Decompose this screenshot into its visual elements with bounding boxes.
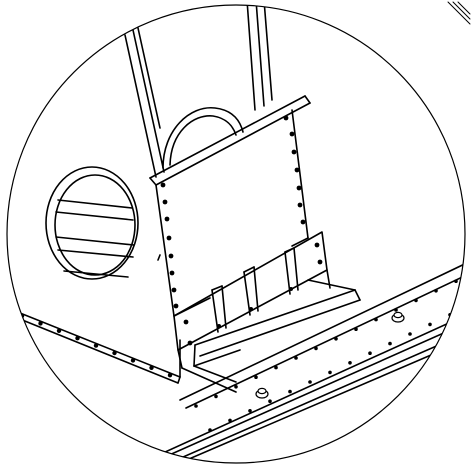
rivet-hole xyxy=(388,341,392,346)
rivet-hole xyxy=(93,343,99,348)
rivet-hole xyxy=(160,182,166,188)
duct-opening-rear xyxy=(162,107,244,169)
rivet-hole xyxy=(454,279,458,284)
housing-panel xyxy=(7,254,181,384)
rivet-hole xyxy=(308,380,312,384)
rivet-hole xyxy=(130,358,136,363)
rivet-hole xyxy=(334,337,338,341)
bracket-holes xyxy=(183,242,323,346)
rivet-hole xyxy=(374,317,378,322)
rivet-hole xyxy=(75,336,80,341)
leader-mark xyxy=(447,1,471,25)
rivet-hole xyxy=(414,298,418,303)
rivet-hole xyxy=(354,327,358,332)
rivet-hole xyxy=(56,328,62,333)
rivet-hole xyxy=(288,389,292,394)
rivet-hole xyxy=(208,428,212,432)
rivet-hole xyxy=(173,303,179,309)
slotted-bracket xyxy=(173,231,331,369)
rivet-hole xyxy=(214,394,218,399)
rivet-hole xyxy=(166,235,172,241)
rivet-hole xyxy=(434,289,438,293)
rivet-hole xyxy=(112,350,117,356)
rivet-hole xyxy=(289,131,295,137)
rivet-hole xyxy=(408,332,412,336)
rivet-hole xyxy=(194,404,198,408)
rivet-hole xyxy=(294,356,298,360)
rivet-hole xyxy=(348,361,352,365)
rivet-hole xyxy=(169,270,175,276)
rivet-hole xyxy=(300,219,306,225)
rail-hole-rows xyxy=(194,279,472,432)
rivet-hole xyxy=(171,287,177,293)
rivet-hole xyxy=(297,202,303,208)
duct-opening-left xyxy=(45,166,139,280)
rivet-hole xyxy=(274,365,278,370)
rivet-hole xyxy=(296,185,302,191)
rivet-hole xyxy=(428,322,432,327)
floor-rail xyxy=(129,259,465,463)
rivet-hole xyxy=(283,115,289,121)
rivet-hole xyxy=(164,216,170,222)
rivet-hole xyxy=(368,351,372,356)
rivet-hole xyxy=(468,303,472,307)
rivet-hole xyxy=(254,375,258,380)
rivet-hole xyxy=(328,370,332,375)
detail-circle xyxy=(6,4,466,464)
rivet-hole xyxy=(248,409,252,413)
rivet-hole xyxy=(228,418,232,423)
rivet-hole xyxy=(38,321,43,326)
vertical-frame xyxy=(124,5,273,178)
rivet-hole xyxy=(268,399,272,404)
rivet-hole xyxy=(314,346,318,351)
rivet-hole xyxy=(394,308,398,312)
rivet-hole xyxy=(149,365,154,370)
rivet-hole xyxy=(167,373,173,378)
rivet-hole xyxy=(294,167,300,173)
rivet-hole xyxy=(291,149,297,155)
rivet-hole xyxy=(234,385,238,389)
rivet-hole xyxy=(162,199,168,205)
rivet-hole xyxy=(168,253,174,259)
plate-holes xyxy=(160,115,306,309)
